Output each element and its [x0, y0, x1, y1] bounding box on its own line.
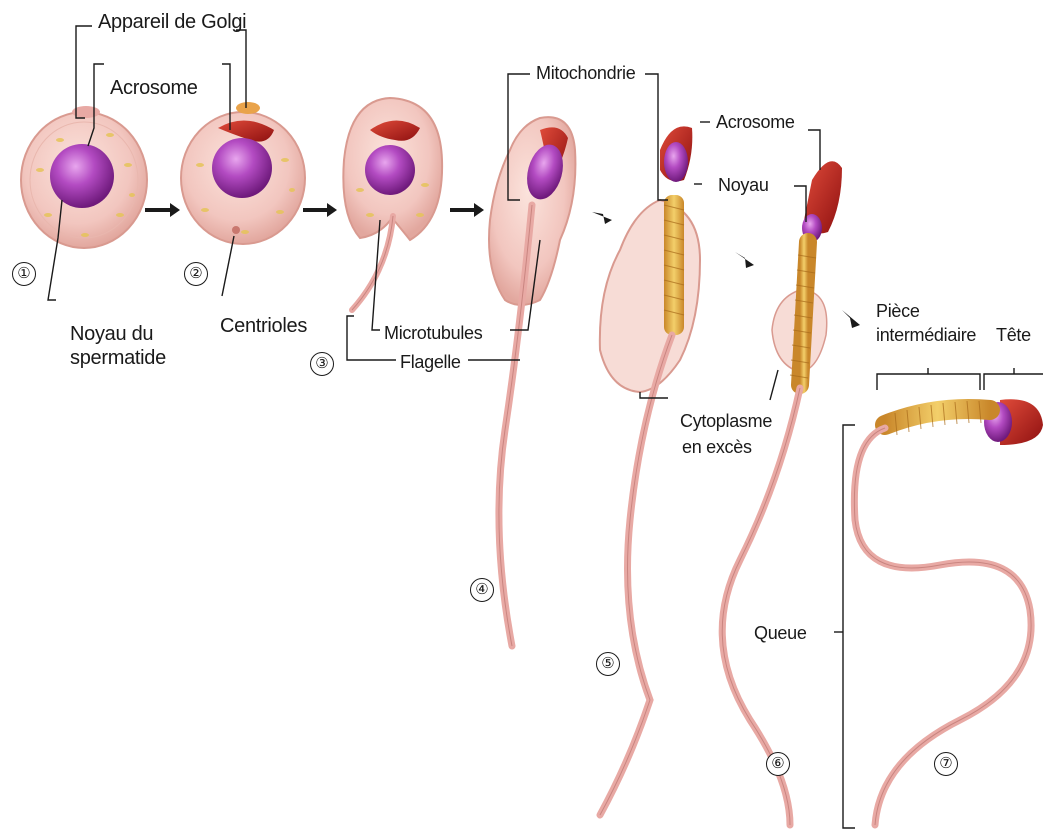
arrow-3: [450, 203, 484, 217]
label-noyau-spermatide-1: Noyau du: [70, 322, 153, 346]
stage-5-cell: [600, 126, 700, 815]
stage-number-5: ⑤: [596, 652, 620, 676]
label-cytoplasme-1: Cytoplasme: [680, 410, 772, 432]
arrow-6: [842, 310, 860, 328]
stage-number-4: ④: [470, 578, 494, 602]
arrow-4: [592, 212, 612, 224]
label-piece-2: intermédiaire: [876, 324, 976, 346]
label-flagelle: Flagelle: [400, 351, 461, 373]
label-queue: Queue: [754, 622, 807, 644]
label-piece-1: Pièce: [876, 300, 920, 322]
stage-number-3: ③: [310, 352, 334, 376]
label-mitochondrie: Mitochondrie: [536, 62, 635, 84]
stage-number-2: ②: [184, 262, 208, 286]
label-golgi: Appareil de Golgi: [98, 10, 246, 34]
stage-1-cell: [21, 106, 147, 248]
label-centrioles: Centrioles: [220, 314, 307, 338]
label-noyau: Noyau: [718, 174, 769, 196]
stage-6-cell: [722, 161, 842, 825]
stage-number-1: ①: [12, 262, 36, 286]
stage-2-cell: [181, 102, 305, 244]
label-acrosome-2: Acrosome: [716, 111, 795, 133]
stage-4-cell: [489, 117, 575, 646]
label-acrosome-1: Acrosome: [110, 76, 198, 100]
label-noyau-spermatide-2: spermatide: [70, 346, 166, 370]
arrow-2: [303, 203, 337, 217]
stage-3-cell: [343, 98, 442, 310]
arrow-1: [145, 203, 180, 217]
stage-number-7: ⑦: [934, 752, 958, 776]
label-cytoplasme-2: en excès: [682, 436, 752, 458]
label-tete: Tête: [996, 324, 1031, 346]
label-microtubules: Microtubules: [384, 322, 482, 344]
arrow-5: [735, 252, 754, 268]
stage-number-6: ⑥: [766, 752, 790, 776]
